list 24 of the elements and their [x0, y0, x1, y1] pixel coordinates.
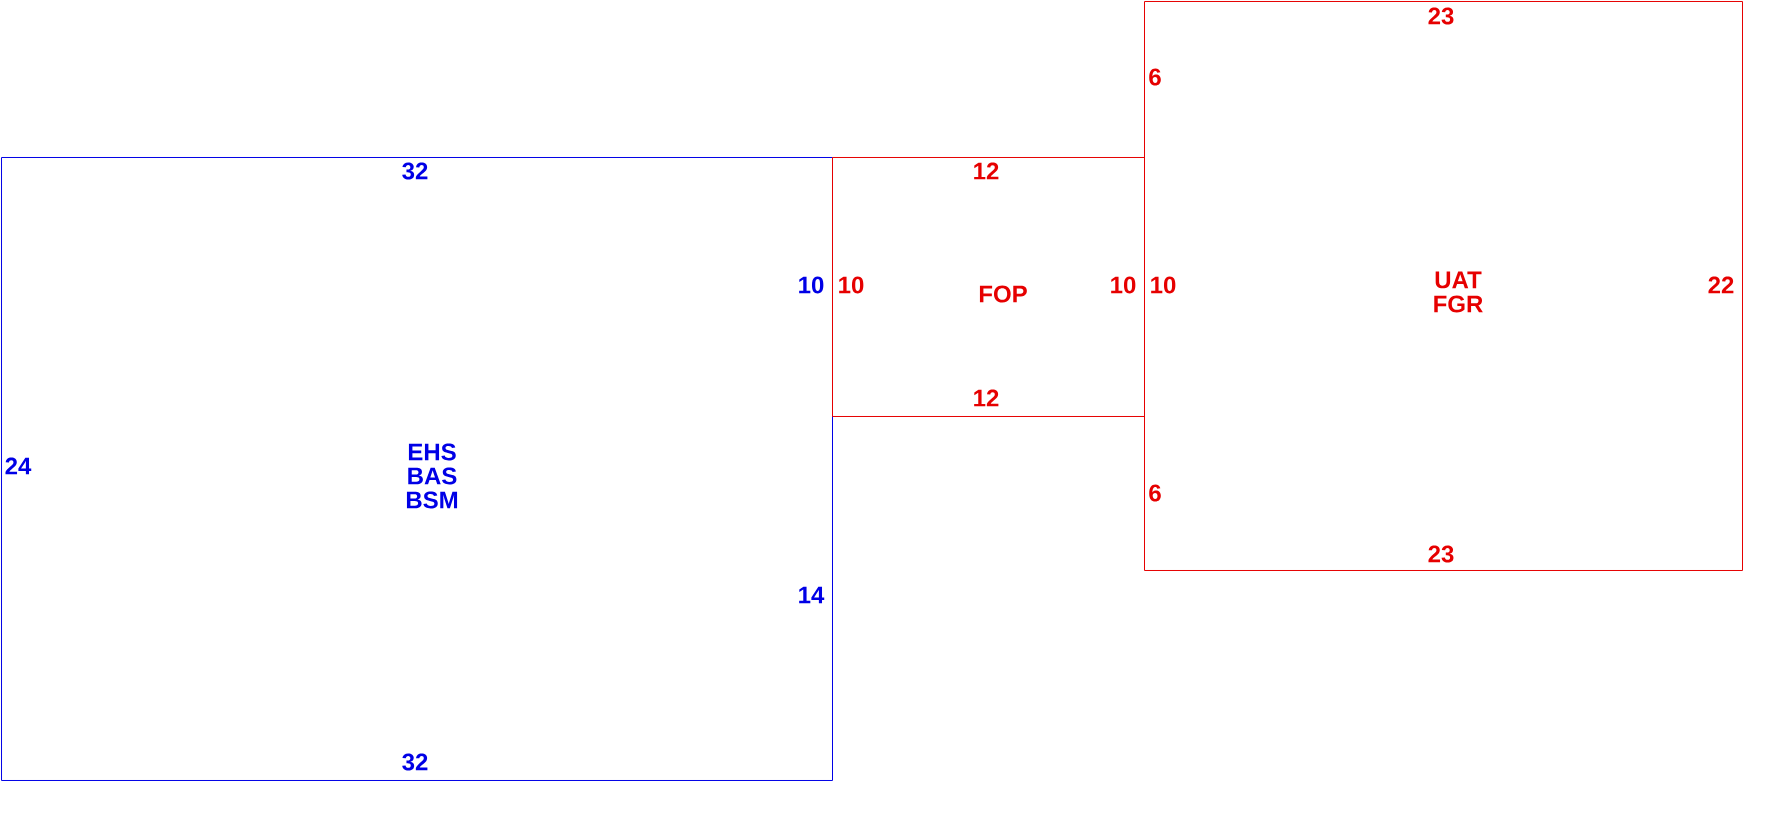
- wall-length: 6: [1149, 68, 1161, 86]
- wall-length: 6: [1149, 484, 1161, 502]
- wall-length: 24: [5, 457, 32, 475]
- wall-length: 10: [1151, 276, 1176, 294]
- wall-length: 10: [799, 276, 824, 294]
- room: [832, 157, 1145, 417]
- room: [1144, 1, 1743, 571]
- room-label: FOP: [979, 285, 1027, 303]
- wall-length: 12: [974, 162, 999, 180]
- wall-length: 23: [1428, 545, 1454, 563]
- wall-length: 14: [799, 586, 825, 604]
- wall-length: 10: [839, 276, 864, 294]
- room-label: FGR: [1434, 295, 1483, 313]
- wall-length: 32: [402, 753, 428, 771]
- room-label: EHS: [408, 443, 456, 461]
- wall-length: 12: [974, 389, 999, 407]
- room-label: UAT: [1435, 271, 1482, 289]
- wall-length: 22: [1708, 276, 1734, 294]
- wall-length: 10: [1111, 276, 1136, 294]
- room-label: BAS: [408, 467, 457, 485]
- wall-length: 23: [1428, 7, 1454, 25]
- room-label: BSM: [406, 491, 458, 509]
- wall-length: 32: [402, 162, 428, 180]
- room: [1, 157, 833, 781]
